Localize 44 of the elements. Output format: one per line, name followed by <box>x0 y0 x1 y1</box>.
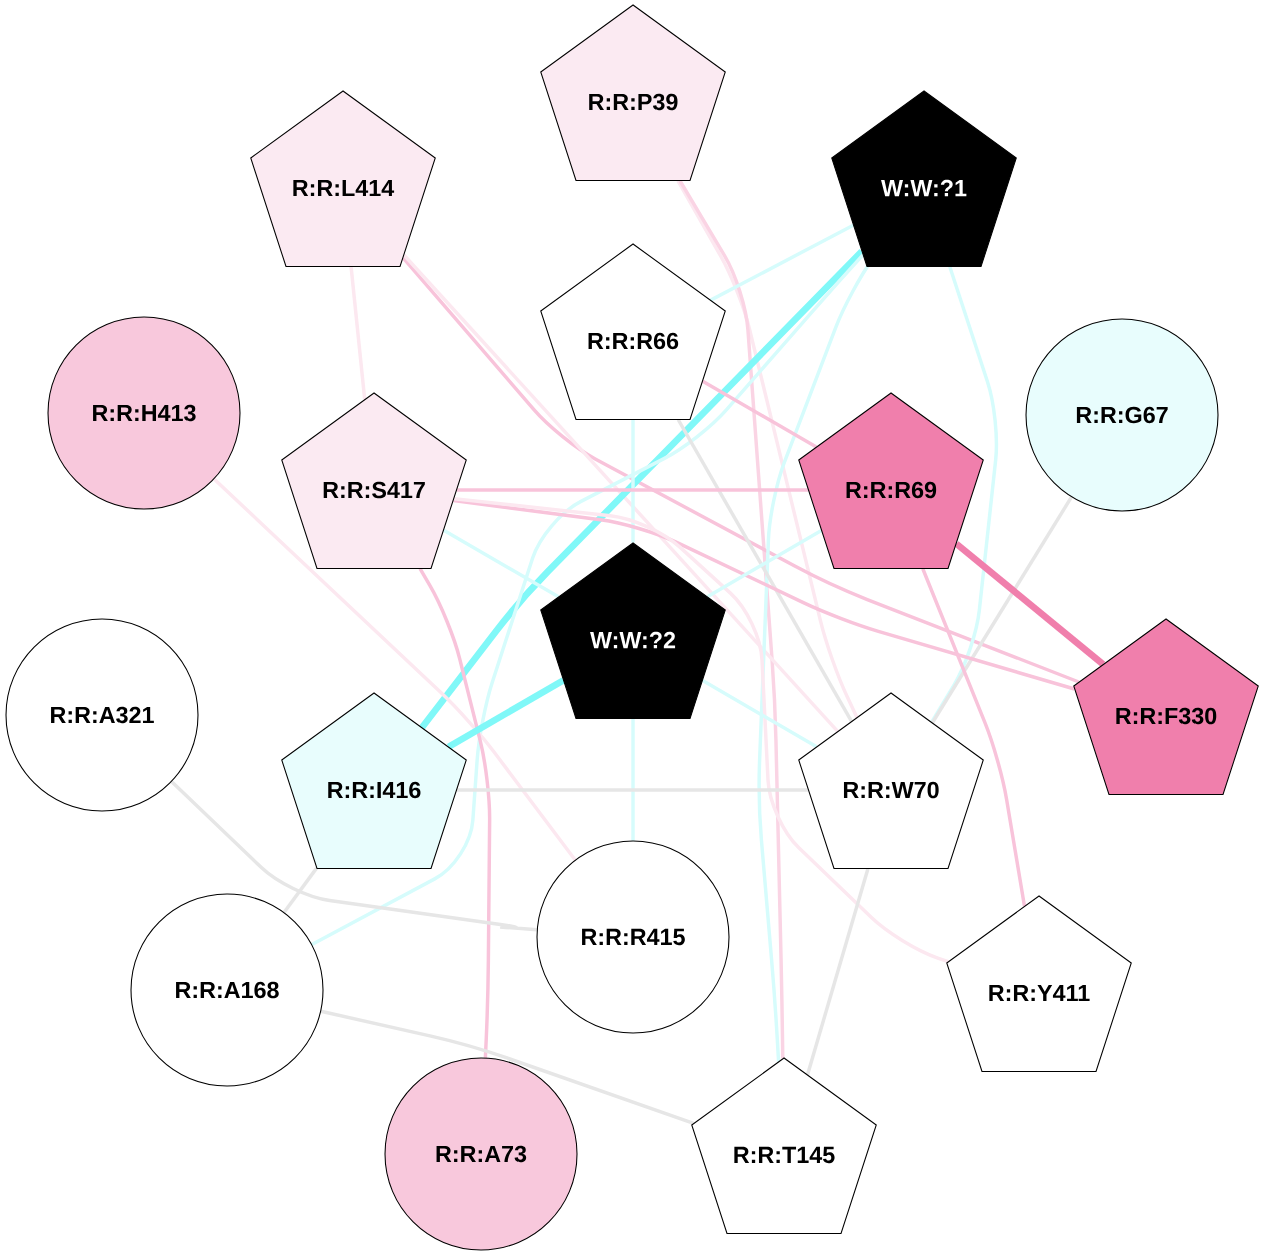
pentagon-node: R:R:P39 <box>540 4 726 181</box>
connector-line <box>706 529 823 599</box>
connector-line <box>418 567 492 1058</box>
circle-node: R:R:A321 <box>5 618 199 812</box>
connector-line <box>453 496 949 964</box>
connector-line <box>676 179 859 719</box>
pentagon-node: W:W:?1 <box>831 90 1017 267</box>
pentagon-node: R:R:L414 <box>250 90 436 267</box>
pentagon-node: R:R:S417 <box>281 392 467 569</box>
pentagon-node: R:R:I416 <box>281 692 467 869</box>
circle-node: R:R:A73 <box>384 1057 578 1251</box>
circle-node: R:R:R415 <box>536 840 730 1034</box>
pentagon-node: R:R:F330 <box>1073 618 1259 795</box>
connector-line <box>631 419 635 543</box>
connector-line <box>453 498 1075 691</box>
connector-line <box>701 379 818 449</box>
connector-line <box>170 780 538 932</box>
circle-node: R:R:G67 <box>1025 318 1219 512</box>
connector-line <box>401 256 1080 684</box>
connector-line <box>320 1009 695 1125</box>
circle-node: R:R:H413 <box>47 316 241 510</box>
pentagon-node: R:R:W70 <box>798 692 984 869</box>
connector-line <box>921 568 1027 907</box>
connector-line <box>456 488 809 492</box>
pentagon-node: R:R:R66 <box>540 243 726 420</box>
pentagon-node: R:R:T145 <box>691 1057 877 1234</box>
pentagon-node: W:W:?2 <box>540 542 726 719</box>
connector-line <box>349 266 367 400</box>
pentagon-node: R:R:Y411 <box>946 895 1132 1072</box>
pentagon-node: R:R:R69 <box>798 392 984 569</box>
connector-line <box>442 528 560 599</box>
circle-node: R:R:A168 <box>130 893 324 1087</box>
connector-line <box>631 718 635 841</box>
connector-line <box>701 679 818 749</box>
connector-line <box>709 223 855 302</box>
connector-line <box>678 179 785 1059</box>
connector-line <box>212 477 577 862</box>
connector-line <box>446 677 565 750</box>
connector-line <box>954 541 1106 667</box>
connector-line <box>930 496 1073 724</box>
connector-line <box>930 266 999 724</box>
connector-line <box>676 418 854 723</box>
connector-line <box>282 867 318 914</box>
connector-line <box>805 868 870 1076</box>
